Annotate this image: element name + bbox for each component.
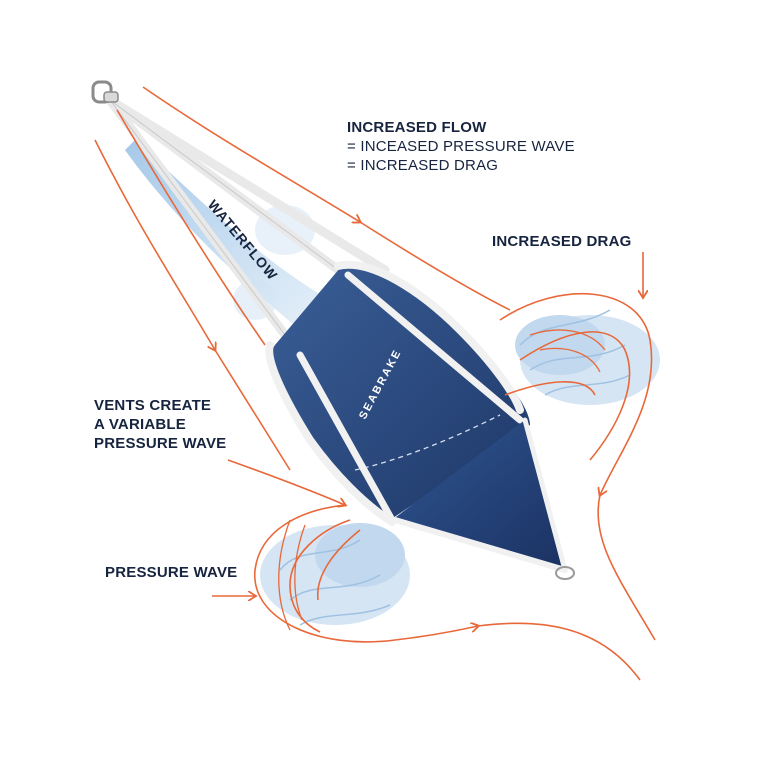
flow-arrow-left (94, 139, 215, 350)
increased-flow-label: INCREASED FLOW = INCEASED PRESSURE WAVE … (347, 118, 575, 175)
drogue-tip (392, 417, 575, 580)
increased-flow-line3: = INCREASED DRAG (347, 157, 499, 174)
increased-flow-line1: INCREASED FLOW (347, 119, 487, 136)
vents-line3: PRESSURE WAVE (94, 435, 227, 452)
vents-arrow (227, 459, 345, 505)
flow-loop-right-inner (504, 381, 596, 396)
flow-arrow-far-left (116, 109, 266, 346)
flow-loop-left-outer (254, 504, 478, 643)
vents-line1: VENTS CREATE (94, 397, 212, 414)
flow-arrow-top (142, 86, 360, 222)
flow-loop-left-inner (316, 529, 361, 601)
drogue-cone (265, 260, 530, 526)
flow-loop-right-mid (519, 331, 631, 461)
increased-flow-line2: = INCEASED PRESSURE WAVE (347, 138, 575, 155)
flow-loop-right-bottom (597, 494, 656, 641)
flow-loop-right-outer (499, 293, 653, 495)
shackle-icon (91, 80, 119, 104)
flow-arrow-top-continue (359, 221, 511, 311)
pressure-wave-label: PRESSURE WAVE (105, 564, 238, 581)
flow-loop-left-mid (289, 519, 351, 633)
flow-loop-bottom (477, 622, 641, 681)
vents-line2: A VARIABLE (94, 416, 186, 433)
increased-drag-label: INCREASED DRAG (492, 233, 632, 250)
vents-label: VENTS CREATE A VARIABLE PRESSURE WAVE (94, 396, 226, 453)
pressure-wave-lines (278, 329, 606, 631)
flow-arrow-left-continue (214, 349, 291, 471)
flow-arrows (94, 86, 656, 681)
